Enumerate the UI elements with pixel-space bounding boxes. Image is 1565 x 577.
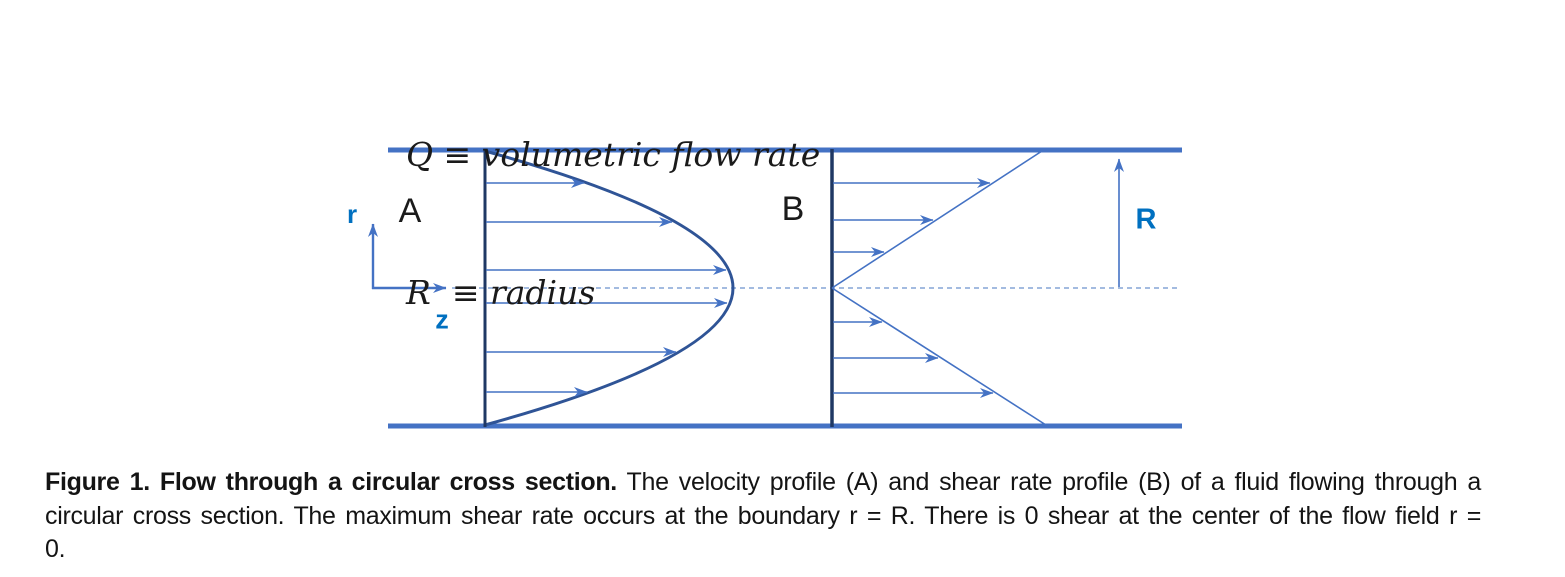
definition-flow-rate: Q ≡ volumetric flow rate <box>406 135 821 174</box>
caption-line-1: Figure 1. Flow through a circular cross … <box>45 466 1481 500</box>
radius-label: R <box>1135 203 1157 236</box>
shear-profile-upper-edge <box>831 150 1043 289</box>
caption-line-2: circular cross section. The maximum shea… <box>45 501 1481 530</box>
r-axis-label: r <box>346 199 358 229</box>
definition-radius: R ≡ radius <box>406 273 596 312</box>
shear-profile-lower-edge <box>831 287 1047 426</box>
shear-arrows <box>833 178 994 398</box>
panel-a-label: A <box>398 192 422 230</box>
caption-line-1-text: The velocity profile (A) and shear rate … <box>616 468 1482 496</box>
caption-title: Figure 1. Flow through a circular cross … <box>45 468 617 496</box>
variable-definitions: Q ≡ volumetric flow rate R ≡ radius <box>406 40 820 408</box>
figure-caption: Figure 1. Flow through a circular cross … <box>45 466 1481 567</box>
panel-b-label: B <box>781 190 805 228</box>
caption-line-3: 0. <box>45 535 66 563</box>
velocity-profile-parabola <box>484 149 735 427</box>
velocity-arrows <box>486 178 728 397</box>
z-axis-label: z <box>435 304 449 335</box>
coordinate-axes <box>368 223 447 293</box>
